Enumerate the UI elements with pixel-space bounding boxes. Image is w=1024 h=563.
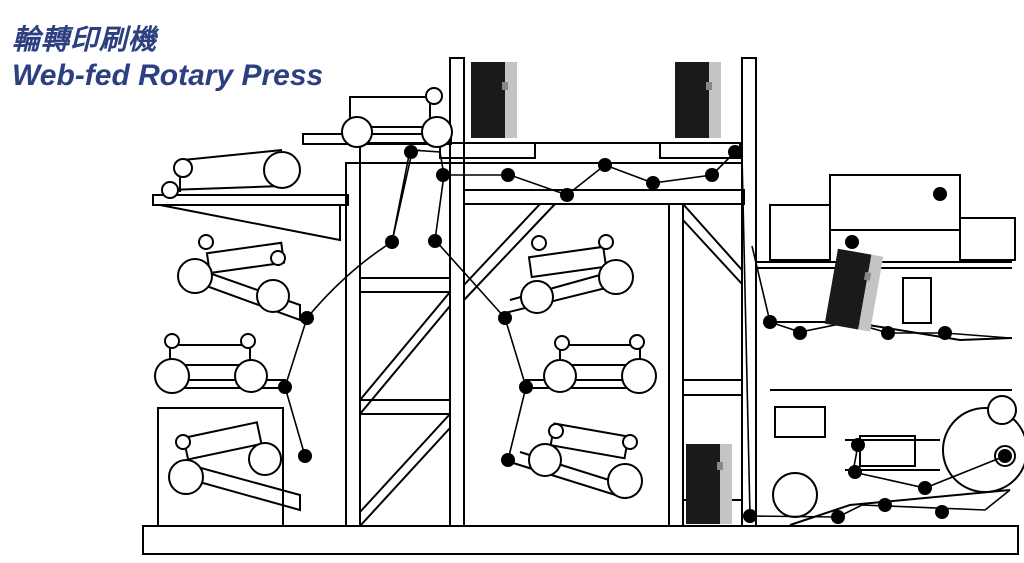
printing-unit-bottom [686, 444, 732, 524]
folder-section [756, 174, 1024, 526]
middle-unwind-3 [509, 422, 643, 500]
printing-unit-top-right [675, 62, 721, 138]
center-tower [345, 57, 465, 527]
printing-unit-top-left [471, 62, 517, 138]
machine-base [142, 525, 1019, 555]
middle-unwind-1 [504, 234, 634, 314]
left-unwind-3 [157, 407, 301, 527]
feed-conveyor [152, 149, 349, 242]
title-block: 輪轉印刷機 Web-fed Rotary Press [12, 22, 323, 94]
middle-unwind-2 [525, 334, 657, 394]
left-unwind-2 [154, 333, 286, 394]
left-unwind-1 [177, 234, 301, 322]
title-english: Web-fed Rotary Press [12, 59, 324, 92]
printing-unit-right [824, 248, 884, 332]
guide-rollers [278, 145, 1012, 524]
top-reel-stand [302, 87, 453, 148]
title-chinese: 輪轉印刷機 [12, 23, 158, 56]
paper-web-path [284, 149, 1011, 518]
